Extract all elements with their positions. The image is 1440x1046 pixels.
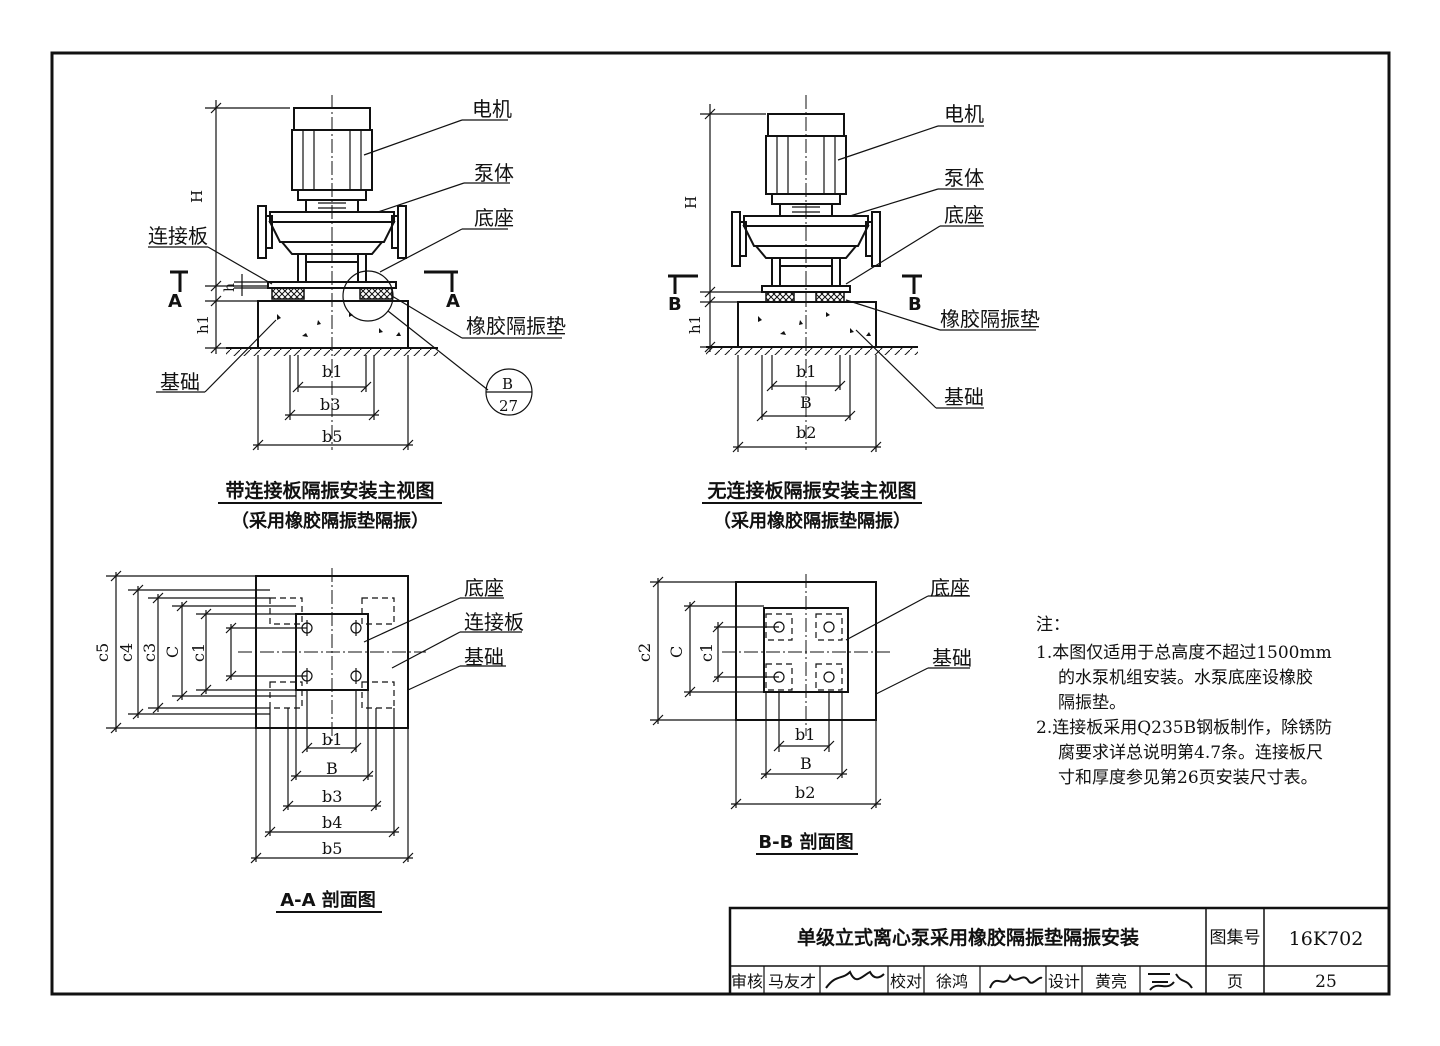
label-rubber-pad-a: 橡胶隔振垫 [466,314,566,338]
notes-line-4: 2.连接板采用Q235B钢板制作，除锈防 [1036,718,1332,738]
dim-b2-bb: b2 [795,783,815,802]
section-bb-title: B-B 剖面图 [758,831,853,853]
label-pump-body-a: 泵体 [474,161,514,185]
dim-b1-a: b1 [322,362,342,381]
dim-b4-aa: b4 [322,813,342,832]
dim-B-aa: B [326,759,338,778]
label-base-bb: 底座 [930,576,970,600]
dim-c3-aa: c3 [140,643,159,662]
page-label: 页 [1227,972,1243,991]
label-foundation-b: 基础 [944,385,984,409]
label-motor-a: 电机 [472,97,512,121]
dim-C-bb: C [667,646,686,658]
rubber-pad-right [359,287,393,300]
label-pump-body-b: 泵体 [944,166,984,190]
section-bb [650,574,970,810]
title-block-title: 单级立式离心泵采用橡胶隔振垫隔振安装 [797,926,1139,949]
label-base-b: 底座 [944,203,984,227]
label-rubber-pad-b: 橡胶隔振垫 [940,307,1040,331]
dim-c2-bb: c2 [635,643,654,662]
page-number: 25 [1315,972,1337,992]
dim-b1-aa: b1 [322,730,342,749]
dim-B-b: B [800,393,812,412]
front-view-b [668,95,1036,453]
notes-line-3: 隔振垫。 [1058,693,1126,713]
foundation-block [257,300,409,349]
front-view-a [148,95,562,451]
dim-b5-aa: b5 [322,839,342,858]
checker-name: 徐鸿 [936,972,968,991]
dim-h-a: h [222,283,238,292]
dim-b2-b: b2 [796,423,816,442]
dim-c4-aa: c4 [117,643,136,662]
front-view-a-title: 带连接板隔振安装主视图 [225,479,434,502]
design-label: 设计 [1048,972,1080,991]
dim-h1-a: h1 [194,315,212,334]
signature-reviewer [825,970,885,989]
notes-heading: 注： [1036,615,1070,635]
review-label: 审核 [731,972,763,991]
rubber-pad-left [271,287,305,300]
dim-c5-aa: c5 [93,643,112,662]
label-foundation-a: 基础 [160,370,200,394]
detail-ref-top: B [502,375,513,393]
signature-designer [1148,973,1193,991]
notes-line-6: 寸和厚度参见第26页安装尺寸表。 [1058,768,1318,788]
atlas-label: 图集号 [1210,928,1261,948]
front-view-a-subtitle: （采用橡胶隔振垫隔振） [231,510,429,532]
dim-b3-aa: b3 [322,787,342,806]
label-connecting-plate-aa: 连接板 [464,610,524,634]
reviewer-name: 马友才 [768,972,816,991]
dim-b1-b: b1 [796,362,816,381]
dim-H-b: H [682,196,700,209]
designer-name: 黄亮 [1095,972,1127,991]
notes-line-1: 1.本图仅适用于总高度不超过1500mm [1036,643,1332,663]
section-aa-title: A-A 剖面图 [280,889,376,911]
detail-ref-bottom: 27 [499,397,518,415]
dim-C-aa: C [163,646,182,658]
section-mark-a-left: A [168,291,182,312]
label-motor-b: 电机 [944,102,984,126]
dim-b3-a: b3 [320,395,340,414]
dim-c1-aa: c1 [189,643,208,662]
label-connecting-plate-a: 连接板 [148,224,208,248]
label-foundation-bb: 基础 [932,646,972,670]
dim-c1-bb: c1 [697,643,716,662]
section-mark-b-left: B [668,294,682,315]
dim-h1-b: h1 [686,315,704,334]
front-view-b-subtitle: （采用橡胶隔振垫隔振） [713,510,911,532]
notes-line-2: 的水泵机组安装。水泵底座设橡胶 [1058,668,1313,688]
label-base-aa: 底座 [464,576,504,600]
dim-b1-bb: b1 [795,725,815,744]
dim-H-a: H [188,190,206,203]
section-mark-b-right: B [908,294,922,315]
section-mark-a-right: A [446,291,460,312]
dim-b5-a: b5 [322,427,342,446]
label-base-a: 底座 [474,206,514,230]
check-label: 校对 [890,972,922,991]
section-aa [106,568,522,864]
label-foundation-aa: 基础 [464,645,504,669]
sheet-border [50,51,1391,996]
atlas-number: 16K702 [1289,928,1364,950]
notes: 注： 1.本图仅适用于总高度不超过1500mm 的水泵机组安装。水泵底座设橡胶 … [1036,615,1332,788]
front-view-b-title: 无连接板隔振安装主视图 [707,479,916,502]
title-block [728,906,1391,996]
signature-checker [989,973,1043,989]
notes-line-5: 腐要求详总说明第4.7条。连接板尺 [1058,743,1323,763]
dim-B-bb: B [800,754,812,773]
